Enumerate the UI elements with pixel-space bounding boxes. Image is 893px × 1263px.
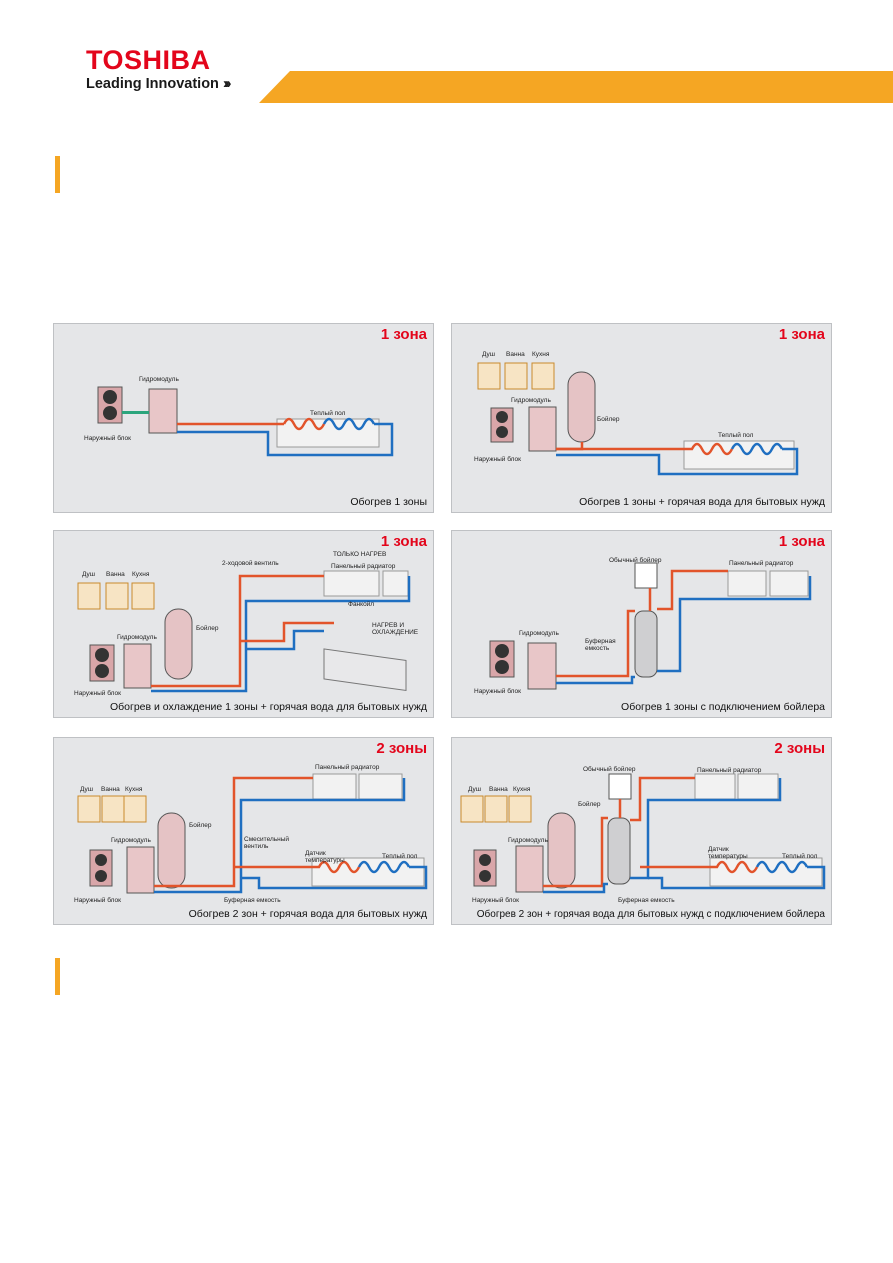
hydromodule-label: Гидромодуль — [139, 376, 179, 383]
brand-logo: TOSHIBA — [86, 45, 211, 75]
hydromodule-label: Гидромодуль — [519, 630, 559, 637]
diagram-4-graphics — [489, 562, 812, 690]
hydromodule-label: Гидромодуль — [117, 634, 157, 641]
shower-label: Душ — [82, 571, 96, 578]
diagram-6-graphics — [460, 773, 826, 894]
shower-label: Душ — [482, 351, 496, 358]
temp-sensor-label: Датчик температуры — [708, 846, 748, 860]
zone-title: 2 зоны — [774, 740, 825, 757]
radiator-label: Панельный радиатор — [729, 560, 794, 567]
brand-tagline: Leading Innovation ››› — [86, 76, 231, 92]
outdoor-unit-label: Наружный блок — [472, 897, 519, 904]
diagram-caption: Обогрев и охлаждение 1 зоны + горячая во… — [109, 701, 427, 713]
floor-heating-label: Теплый пол — [782, 853, 818, 860]
floor-heating-label: Теплый пол — [382, 853, 418, 860]
diagram-panel-6: 2 зоны Душ Ванна Кухня Обычный бойлер Па… — [451, 737, 832, 925]
chevrons-icon: ››› — [222, 76, 231, 92]
boiler-label: Бойлер — [578, 801, 601, 808]
diagram-caption: Обогрев 2 зон + горячая вода для бытовых… — [476, 909, 825, 920]
mixing-valve-label: Смесительный вентиль — [244, 836, 290, 850]
kitchen-label: Кухня — [532, 351, 550, 358]
bath-label: Ванна — [506, 351, 525, 358]
diagram-panel-1: 1 зона Гидромодуль Наружный блок Теплый … — [53, 323, 434, 513]
header-orange-band — [259, 71, 893, 103]
zone-title: 1 зона — [380, 533, 427, 550]
diagram-panel-2: 1 зона Душ Ванна Кухня Гидромодуль Бойле… — [451, 323, 832, 513]
diagram-caption: Обогрев 2 зон + горячая вода для бытовых… — [188, 908, 427, 920]
diagram-caption: Обогрев 1 зоны с подключением бойлера — [621, 701, 825, 713]
outdoor-unit-label: Наружный блок — [74, 690, 121, 697]
diagram-1-graphics — [97, 386, 394, 457]
hydromodule-label: Гидромодуль — [511, 397, 551, 404]
kitchen-label: Кухня — [125, 786, 143, 793]
floor-heating-label: Теплый пол — [718, 432, 754, 439]
outdoor-unit-label: Наружный блок — [74, 897, 121, 904]
diagram-3-graphics — [77, 570, 411, 693]
diagram-caption: Обогрев 1 зоны — [350, 496, 427, 508]
diagram-5-graphics — [77, 773, 428, 894]
buffer-label: Буферная емкость — [618, 897, 675, 904]
boiler-label: Бойлер — [196, 625, 219, 632]
temp-sensor-label: Датчик температуры — [305, 850, 345, 864]
bath-label: Ванна — [101, 786, 120, 793]
diagram-panel-5: 2 зоны Душ Ванна Кухня Панельный радиато… — [53, 737, 434, 925]
outdoor-unit-label: Наружный блок — [474, 456, 521, 463]
heating-only-label: ТОЛЬКО НАГРЕВ — [333, 551, 387, 558]
shower-label: Душ — [468, 786, 482, 793]
floor-heating-label: Теплый пол — [310, 410, 346, 417]
outdoor-unit-label: Наружный блок — [474, 688, 521, 695]
section-accent-bottom — [55, 958, 60, 995]
regular-boiler-label: Обычный бойлер — [609, 557, 662, 564]
boiler-label: Бойлер — [597, 416, 620, 423]
fancoil-label: Фанкойл — [348, 601, 375, 608]
diagram-panel-4: 1 зона Обычный бойлер Панельный радиатор… — [451, 530, 832, 718]
regular-boiler-label: Обычный бойлер — [583, 766, 636, 773]
bath-label: Ванна — [106, 571, 125, 578]
hydromodule-label: Гидромодуль — [508, 837, 548, 844]
hydromodule-label: Гидромодуль — [111, 837, 151, 844]
radiator-label: Панельный радиатор — [697, 767, 762, 774]
zone-title: 1 зона — [778, 326, 825, 343]
diagram-2-graphics — [477, 362, 799, 476]
shower-label: Душ — [80, 786, 94, 793]
buffer-label: Буферная емкость — [224, 897, 281, 904]
zone-title: 1 зона — [380, 326, 427, 343]
diagram-caption: Обогрев 1 зоны + горячая вода для бытовы… — [579, 496, 825, 508]
diagram-panel-3: 1 зона Душ Ванна Кухня 2-ходовой вентиль… — [53, 530, 434, 718]
tagline-text: Leading Innovation — [86, 76, 219, 92]
valve-label: 2-ходовой вентиль — [222, 560, 279, 567]
kitchen-label: Кухня — [513, 786, 531, 793]
radiator-label: Панельный радиатор — [315, 764, 380, 771]
bath-label: Ванна — [489, 786, 508, 793]
kitchen-label: Кухня — [132, 571, 150, 578]
heat-cool-label: НАГРЕВ И ОХЛАЖДЕНИЕ — [372, 622, 419, 636]
radiator-label: Панельный радиатор — [331, 563, 396, 570]
outdoor-unit-label: Наружный блок — [84, 435, 131, 442]
zone-title: 2 зоны — [376, 740, 427, 757]
boiler-label: Бойлер — [189, 822, 212, 829]
zone-title: 1 зона — [778, 533, 825, 550]
section-accent-top — [55, 156, 60, 193]
buffer-label: Буферная емкость — [585, 638, 616, 652]
